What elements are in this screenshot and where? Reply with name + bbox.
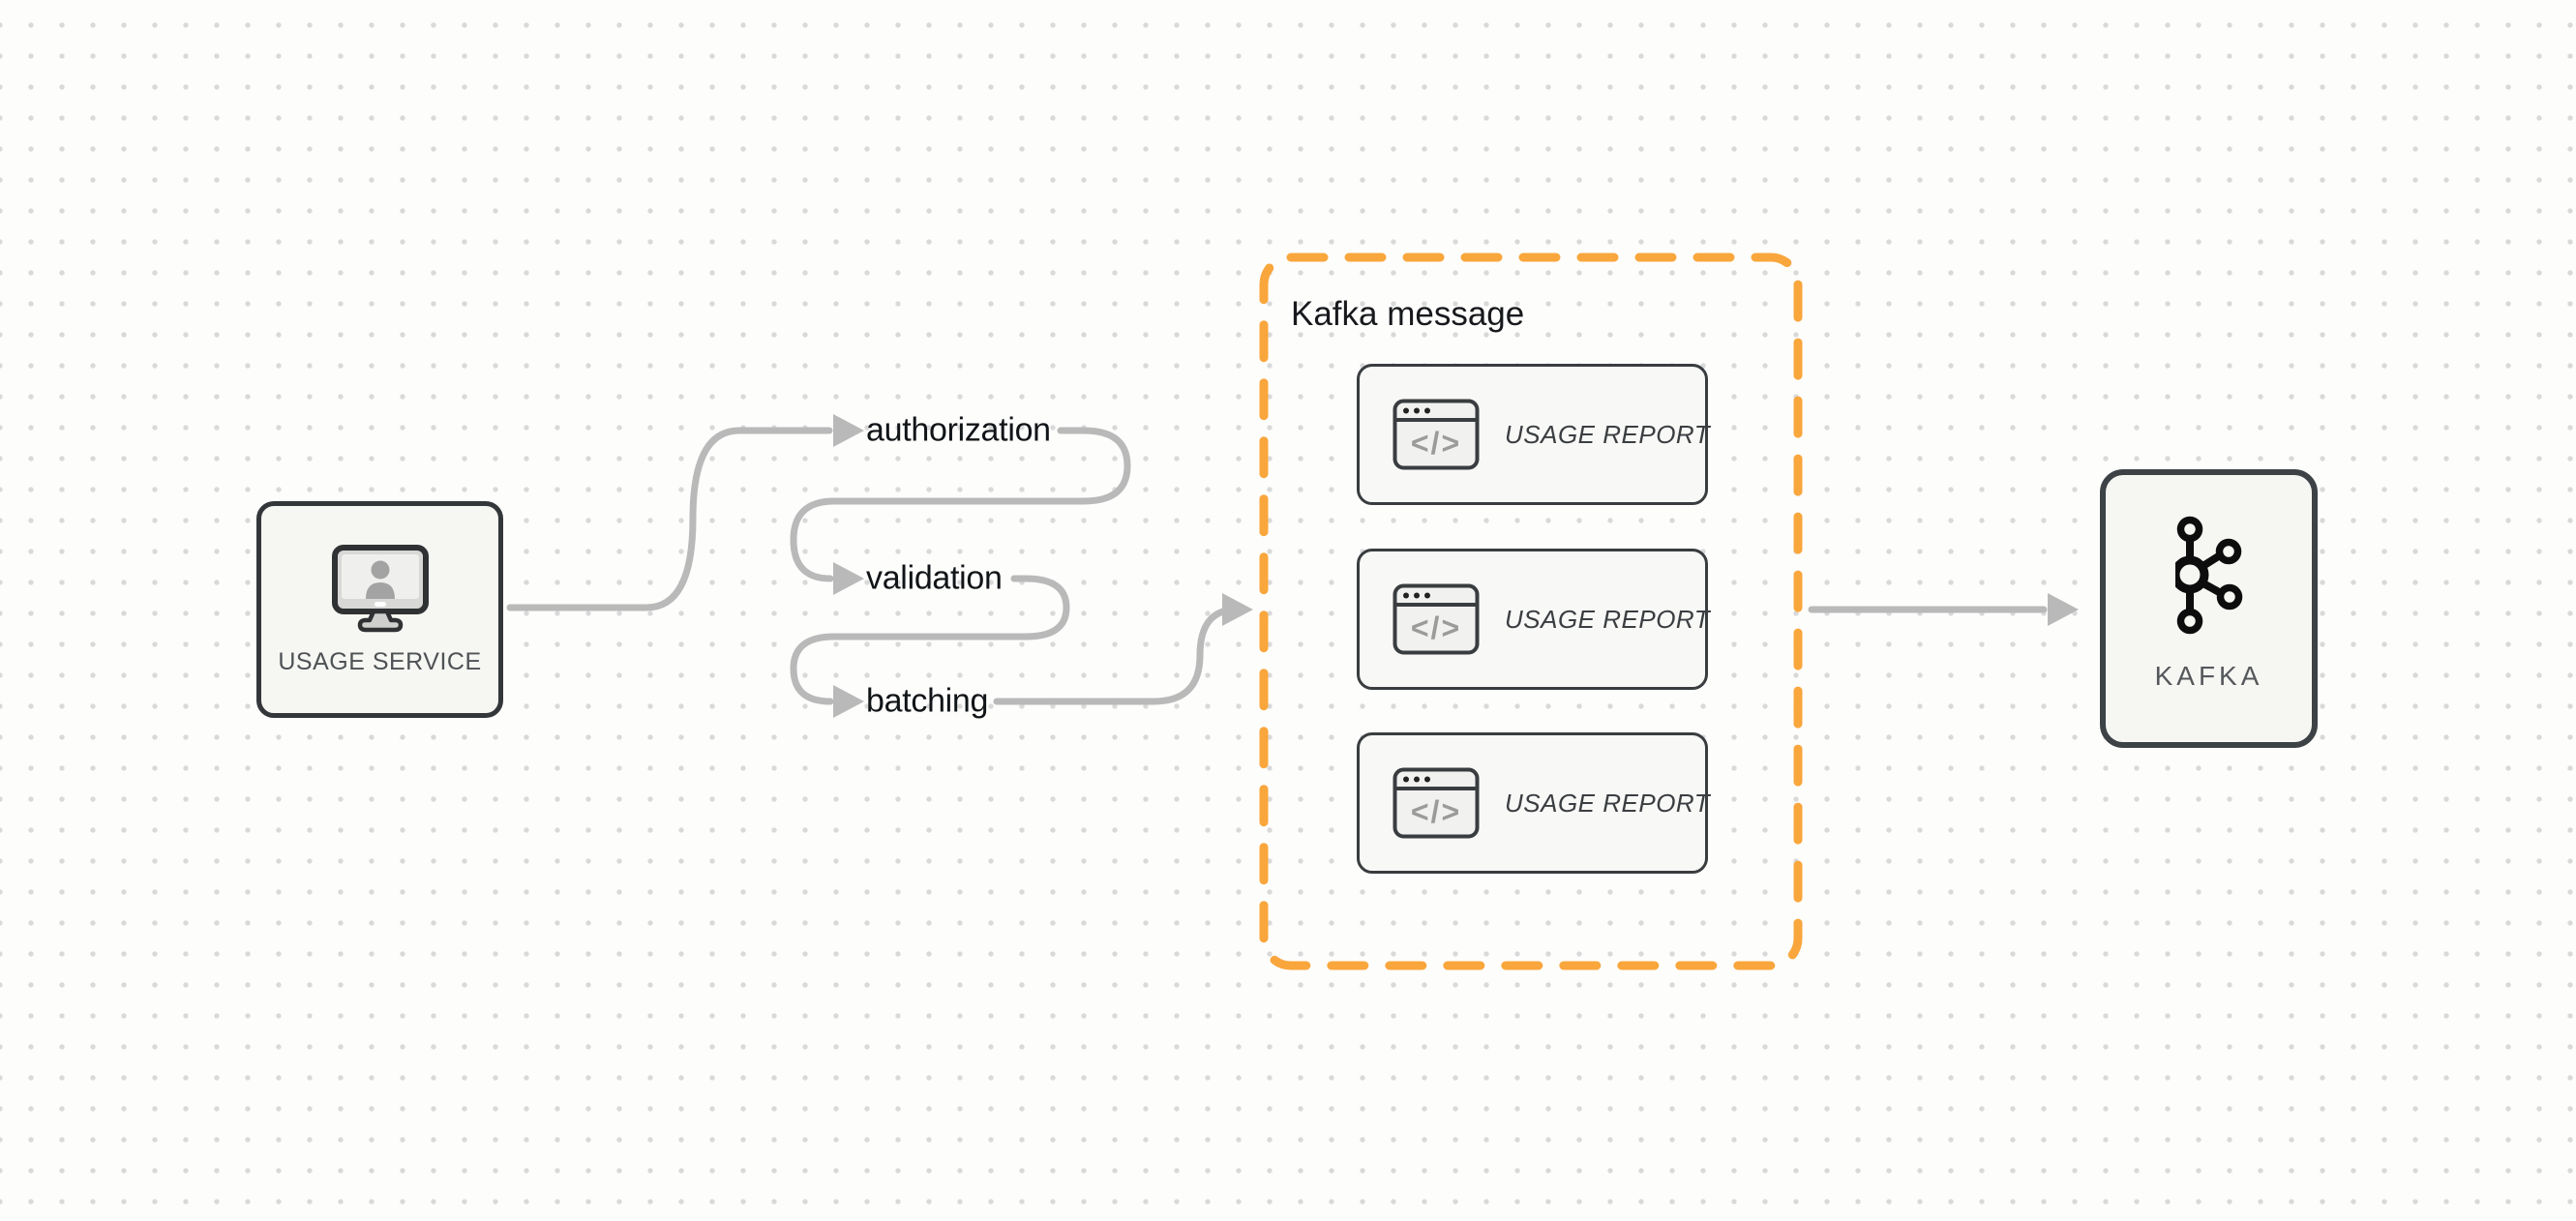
arrowhead-batching [833,685,864,718]
usage-service-node[interactable]: USAGE SERVICE [256,501,503,718]
kafka-message-group-title: Kafka message [1291,295,1525,333]
user-monitor-icon [331,544,429,632]
usage-report-label: USAGE REPORT [1505,788,1711,818]
svg-text:</>: </> [1411,794,1461,829]
connector-usage-to-authorization [506,427,833,611]
usage-report-card[interactable]: </> USAGE REPORT [1357,549,1722,703]
code-window-icon: </> [1393,399,1480,470]
kafka-label: KAFKA [2154,661,2263,691]
connector-batching-to-group [993,606,1241,705]
code-window-icon: </> [1393,583,1480,655]
kafka-node[interactable]: KAFKA [2100,469,2318,748]
arrowhead-authorization [833,414,864,447]
step-authorization[interactable]: authorization [866,411,1051,449]
arrowhead-validation [833,562,864,595]
code-window-icon: </> [1393,767,1480,839]
arrowhead-kafka [2048,593,2079,626]
usage-report-label: USAGE REPORT [1505,604,1711,634]
svg-text:</>: </> [1411,610,1461,645]
connector-authorization-to-validation [790,427,1131,582]
usage-report-card[interactable]: </> USAGE REPORT [1357,732,1722,887]
usage-report-label: USAGE REPORT [1505,419,1711,449]
step-validation[interactable]: validation [866,559,1003,597]
svg-text:</>: </> [1411,426,1461,461]
step-batching[interactable]: batching [866,682,989,720]
usage-service-label: USAGE SERVICE [278,647,482,675]
usage-report-card[interactable]: </> USAGE REPORT [1357,364,1722,519]
kafka-logo-icon [2174,516,2242,635]
arrowhead-group [1222,593,1253,626]
